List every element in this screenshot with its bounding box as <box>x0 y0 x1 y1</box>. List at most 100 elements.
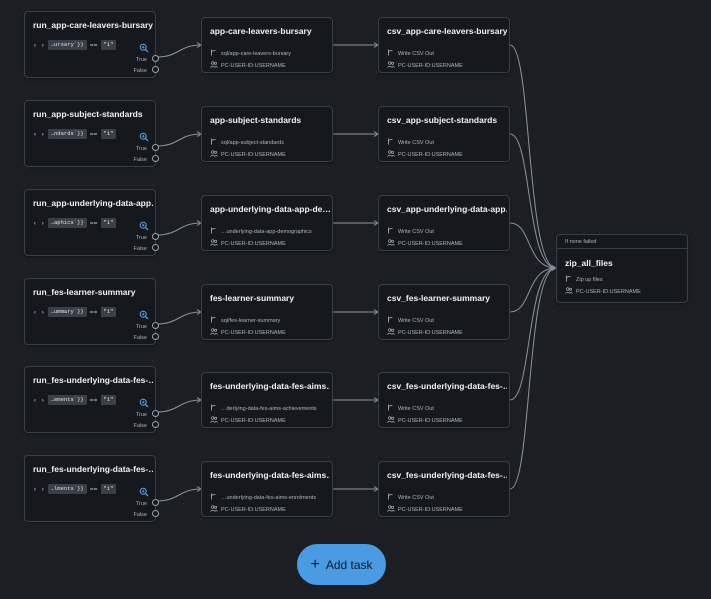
input-port[interactable] <box>375 220 380 225</box>
task-title: fes-underlying-data-fes-aims… <box>210 470 330 480</box>
input-port[interactable] <box>198 220 203 225</box>
condition-node[interactable]: run_app-underlying-data-app…‹ ›…aphics`}… <box>24 189 159 256</box>
input-port[interactable] <box>375 309 380 314</box>
condition-node[interactable]: run_fes-learner-summary‹ ›…ummary`}}=="1… <box>24 278 159 345</box>
task-description: …underlying-data-app-demographics <box>221 228 312 235</box>
input-port[interactable] <box>198 486 203 491</box>
edge-csv-to-zip <box>509 267 557 313</box>
condition-node[interactable]: run_app-subject-standards‹ ›…ndards`}}==… <box>24 100 159 167</box>
task-description-row: Write CSV Out <box>387 138 434 147</box>
input-port[interactable] <box>375 42 380 47</box>
condition-node[interactable]: run_fes-underlying-data-fes-…‹ ›…lments`… <box>24 455 159 522</box>
user-icon <box>210 150 218 159</box>
task-description-row: …derlying-data-fes-aims-achievements <box>210 404 317 413</box>
edge-condition-to-sql <box>156 44 202 58</box>
expression-operator: == <box>89 308 98 316</box>
input-port[interactable] <box>375 397 380 402</box>
condition-expression: ‹ ›…ements`}}=="1" <box>33 395 117 405</box>
csv-task-node[interactable]: csv_fes-underlying-data-fes-…Write CSV O… <box>378 372 510 428</box>
zoom-icon[interactable] <box>139 484 149 497</box>
expression-value: "1" <box>100 218 117 228</box>
zoom-icon[interactable] <box>139 40 149 53</box>
expression-operator: == <box>89 219 98 227</box>
sql-task-node[interactable]: fes-underlying-data-fes-aims… …derlying-d… <box>201 372 333 428</box>
sql-task-node[interactable]: app-care-leavers-bursary sql/app-care-lea… <box>201 17 333 73</box>
sql-task-node[interactable]: app-underlying-data-app-de……underlying-d… <box>201 195 333 251</box>
false-port[interactable] <box>152 421 159 428</box>
code-icon: ‹ › <box>33 396 45 404</box>
input-port[interactable] <box>198 309 203 314</box>
input-port[interactable] <box>198 397 203 402</box>
user-icon <box>210 61 218 70</box>
edge-condition-to-sql <box>156 399 202 413</box>
true-port[interactable] <box>152 322 159 329</box>
edge-condition-to-sql <box>156 311 202 325</box>
task-title: csv_app-care-leavers-bursary <box>387 26 507 36</box>
branch-icon <box>210 49 217 58</box>
branch-icon <box>210 138 217 147</box>
user-icon <box>565 287 573 296</box>
false-port[interactable] <box>152 510 159 517</box>
task-user: PC-USER-ID:USERNAME <box>398 417 463 424</box>
task-description-row: sql/app-care-leavers-bursary <box>210 49 291 58</box>
csv-task-node[interactable]: csv_app-underlying-data-app…Write CSV Ou… <box>378 195 510 251</box>
add-task-button[interactable]: + Add task <box>297 544 386 585</box>
condition-title: run_app-care-leavers-bursary <box>33 20 153 30</box>
false-port[interactable] <box>152 244 159 251</box>
true-port[interactable] <box>152 55 159 62</box>
task-description: sql/fes-learner-summary <box>221 317 281 324</box>
task-title: csv_fes-learner-summary <box>387 293 491 303</box>
false-port[interactable] <box>152 333 159 340</box>
input-port[interactable] <box>198 131 203 136</box>
task-description-row: …underlying-data-app-demographics <box>210 227 312 236</box>
task-title: fes-underlying-data-fes-aims… <box>210 381 330 391</box>
true-output-label: True <box>135 235 147 241</box>
zoom-icon[interactable] <box>139 395 149 408</box>
code-icon: ‹ › <box>33 41 45 49</box>
task-user: PC-USER-ID:USERNAME <box>221 240 286 247</box>
input-port[interactable] <box>375 486 380 491</box>
task-title: fes-learner-summary <box>210 293 295 303</box>
code-icon: ‹ › <box>33 219 45 227</box>
code-icon: ‹ › <box>33 308 45 316</box>
true-output-label: True <box>135 412 147 418</box>
true-port[interactable] <box>152 144 159 151</box>
divider <box>557 248 687 249</box>
zoom-icon[interactable] <box>139 307 149 320</box>
task-title: app-care-leavers-bursary <box>210 26 312 36</box>
false-port[interactable] <box>152 66 159 73</box>
task-description: …underlying-data-fes-aims-enrolments <box>221 494 317 501</box>
sql-task-node[interactable]: fes-learner-summary sql/fes-learner-summa… <box>201 284 333 340</box>
zoom-icon[interactable] <box>139 129 149 142</box>
condition-node[interactable]: run_app-care-leavers-bursary‹ ›…ursary`}… <box>24 11 159 78</box>
csv-task-node[interactable]: csv_fes-underlying-data-fes-…Write CSV O… <box>378 461 510 517</box>
branch-icon <box>387 49 394 58</box>
zoom-icon[interactable] <box>139 218 149 231</box>
false-port[interactable] <box>152 155 159 162</box>
true-port[interactable] <box>152 499 159 506</box>
condition-title: run_fes-learner-summary <box>33 287 136 297</box>
sql-task-node[interactable]: fes-underlying-data-fes-aims… …underlying… <box>201 461 333 517</box>
task-user: PC-USER-ID:USERNAME <box>398 240 463 247</box>
expression-variable: …lments`}} <box>47 484 87 494</box>
task-description-row: Write CSV Out <box>387 404 434 413</box>
input-port[interactable] <box>198 42 203 47</box>
expression-value: "1" <box>100 484 117 494</box>
branch-icon <box>387 227 394 236</box>
task-description-row: Zip up files <box>565 275 603 284</box>
true-port[interactable] <box>152 410 159 417</box>
branch-icon <box>387 138 394 147</box>
task-user-row: PC-USER-ID:USERNAME <box>565 287 641 296</box>
true-port[interactable] <box>152 233 159 240</box>
input-port[interactable] <box>375 131 380 136</box>
user-icon <box>210 239 218 248</box>
condition-node[interactable]: run_fes-underlying-data-fes-…‹ ›…ements`… <box>24 366 159 433</box>
condition-title: run_app-subject-standards <box>33 109 143 119</box>
task-user: PC-USER-ID:USERNAME <box>398 506 463 513</box>
